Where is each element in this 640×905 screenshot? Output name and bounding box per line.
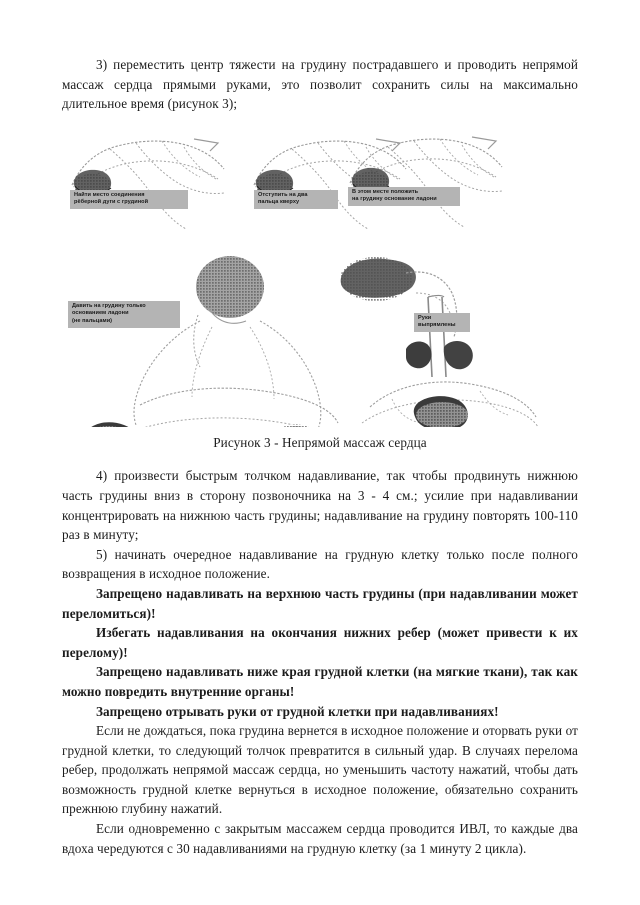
figure-caption: Рисунок 3 - Непрямой массаж сердца	[213, 434, 427, 450]
paragraph-warning-2: Избегать надавливания на окончания нижни…	[62, 625, 578, 660]
figure-callout-4: Давить на грудину только основанием ладо…	[68, 300, 180, 329]
paragraph-warning-1: Запрещено надавливать на верхнюю часть г…	[62, 585, 578, 621]
paragraph-note-1: Если не дождаться, пока грудина вернется…	[62, 723, 578, 817]
paragraph-warning-3: Запрещено надавливать ниже края грудной …	[62, 664, 578, 699]
figure-illustration	[62, 127, 578, 427]
figure-callout-1: Найти место соединения рёберной дуги с г…	[70, 189, 188, 210]
paragraph-item-5: 5) начинать очередное надавливание на гр…	[62, 546, 578, 582]
figure-callout-2: Отступить на два пальца кверху	[254, 189, 338, 210]
paragraph-warning-4: Запрещено отрывать руки от грудной клетк…	[96, 703, 499, 719]
caption-spacer	[62, 452, 578, 466]
figure-callout-5: Руки выпрямлены	[414, 312, 470, 333]
figure-callout-3: В этом месте положить на грудину основан…	[348, 186, 460, 207]
paragraph-item-3: 3) переместить центр тяжести на грудину …	[62, 57, 578, 112]
figure-indirect-heart-massage: Найти место соединения рёберной дуги с г…	[62, 127, 578, 427]
paragraph-item-4: 4) произвести быстрым толчком надавливан…	[62, 468, 578, 543]
paragraph-note-2: Если одновременно с закрытым массажем се…	[62, 821, 578, 856]
